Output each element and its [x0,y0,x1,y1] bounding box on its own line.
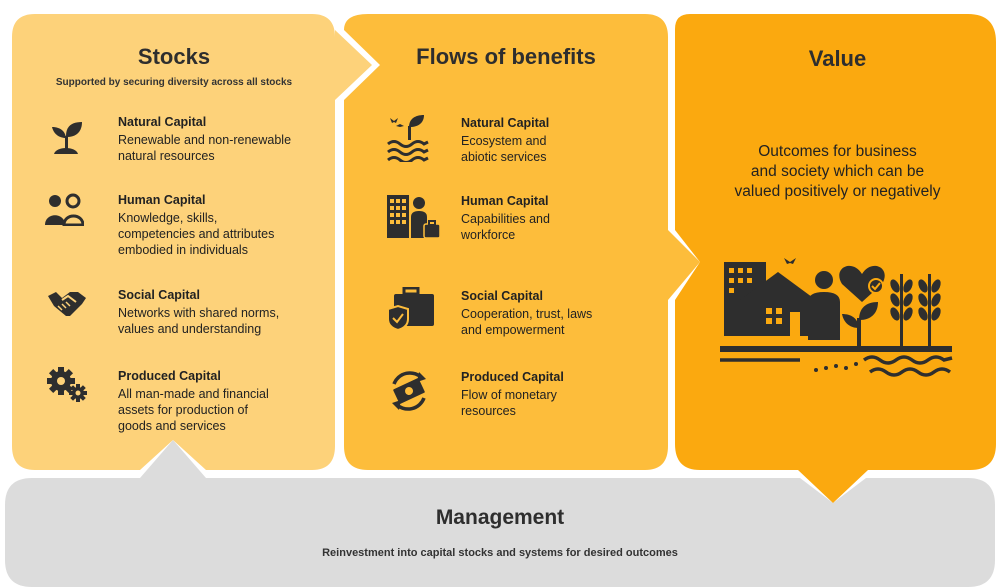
flows-item-title: Produced Capital [461,370,564,384]
stocks-title: Stocks [137,44,211,69]
stocks-item-title: Produced Capital [118,369,221,383]
flows-title: Flows of benefits [416,44,596,69]
people-icon [44,192,85,231]
flows-item-title: Human Capital [461,194,549,208]
management-subtitle: Reinvestment into capital stocks and sys… [322,547,678,559]
outcomes-landscape-icon [720,252,956,389]
gears-icon [46,366,88,407]
management-box [5,440,995,587]
value-title: Value [808,46,867,71]
flows-item-title: Natural Capital [461,116,550,130]
ecosystem-icon [386,112,430,167]
management-title: Management [435,506,565,529]
stocks-item-desc: Knowledge, skills,competencies and attri… [118,211,275,257]
stocks-item-desc: Networks with shared norms,values and un… [118,306,280,336]
stocks-item-title: Natural Capital [118,115,207,129]
stocks-box [12,14,372,470]
value-box [675,14,996,503]
handshake-icon [46,288,88,323]
briefcase-shield-icon [386,286,436,336]
seedling-icon [48,118,84,161]
stocks-item-title: Social Capital [118,288,200,302]
worker-building-icon [386,193,442,244]
flows-box [344,14,700,470]
money-cycle-icon [386,368,432,419]
stocks-item-title: Human Capital [118,193,206,207]
stocks-subtitle: Supported by securing diversity across a… [55,77,293,88]
flows-item-title: Social Capital [461,289,543,303]
